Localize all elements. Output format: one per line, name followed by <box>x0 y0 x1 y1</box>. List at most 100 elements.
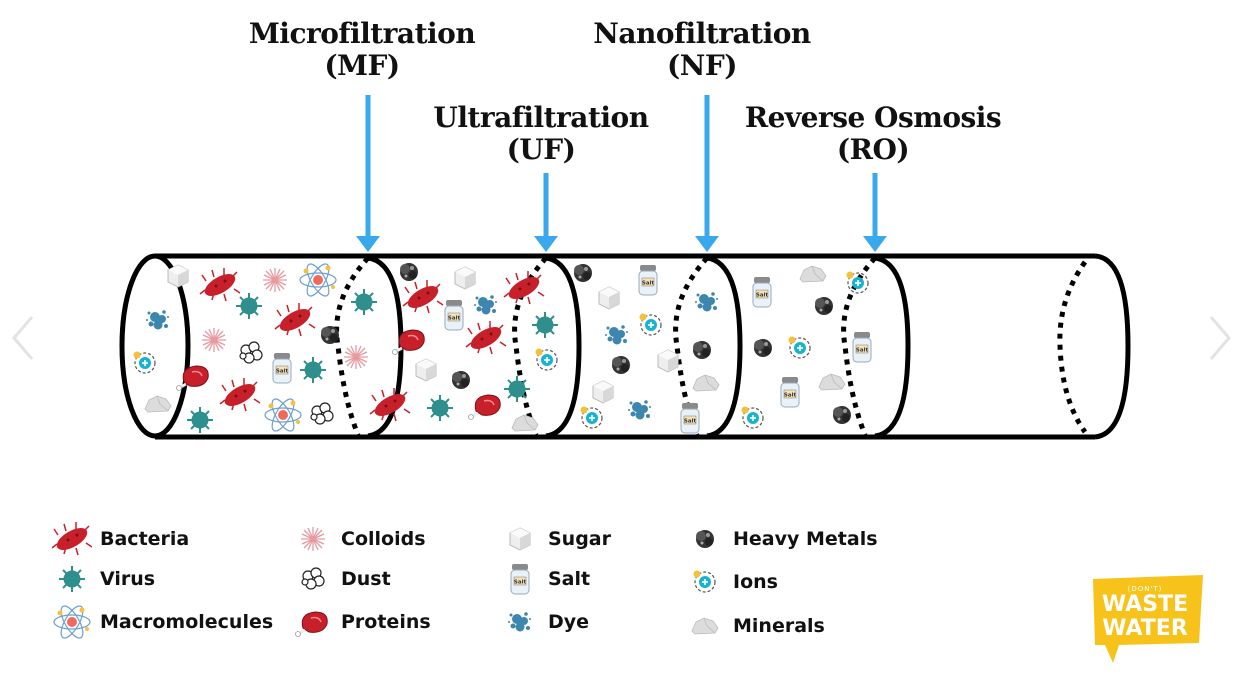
legend-item-heavy-metals: Heavy Metals <box>685 524 878 554</box>
legend-label: Sugar <box>548 528 612 550</box>
legend-item-minerals: Minerals <box>685 611 825 641</box>
ion-particle-icon <box>787 335 811 359</box>
membrane-ro-front <box>874 255 911 439</box>
heavy-metal-particle-icon <box>400 263 418 281</box>
protein-particle-icon <box>467 393 502 421</box>
legend-item-bacteria: Bacteria <box>52 522 190 556</box>
salt-particle-icon <box>444 299 464 331</box>
bacteria-particle-icon <box>199 267 241 302</box>
dye-particle-icon <box>695 292 718 312</box>
heavy-metal-icon <box>685 524 725 554</box>
salt-particle-icon <box>780 376 800 408</box>
ion-particle-icon <box>638 312 662 336</box>
membrane-nf-front <box>706 255 743 439</box>
stage-abbr: (RO) <box>836 133 910 166</box>
dust-particle-icon <box>239 341 263 364</box>
ion-particle-icon <box>845 270 869 294</box>
colloid-particle-icon <box>201 327 227 353</box>
macromolecule-particle-icon <box>299 260 337 300</box>
next-slide-button[interactable] <box>1205 315 1235 361</box>
mineral-particle-icon <box>818 373 846 391</box>
logo-line2: WATER <box>1102 616 1188 641</box>
legend-label: Colloids <box>341 528 426 550</box>
logo-small-text: (DON'T) <box>1127 585 1163 593</box>
filtration-pipe-diagram: Salt <box>119 95 1131 440</box>
chevron-right-icon <box>1209 316 1231 360</box>
bacteria-particle-icon <box>219 377 261 412</box>
virus-particle-icon <box>426 394 454 422</box>
legend-item-colloids: Colloids <box>293 524 426 554</box>
legend-label: Macromolecules <box>100 611 274 633</box>
virus-particle-icon <box>503 375 531 403</box>
ion-particle-icon <box>132 350 156 374</box>
sugar-particle-icon <box>454 266 476 290</box>
dust-particle-icon <box>310 402 334 425</box>
ion-particle-icon <box>534 347 558 371</box>
virus-particle-icon <box>235 292 263 320</box>
stage-name: Microfiltration <box>248 17 476 50</box>
heavy-metal-particle-icon <box>612 356 630 374</box>
stage-name: Nanofiltration <box>593 17 811 50</box>
pipe-inlet-ring <box>119 253 191 439</box>
legend-label: Salt <box>548 568 591 590</box>
stage-name: Ultrafiltration <box>433 101 649 134</box>
colloid-particle-icon <box>262 267 288 293</box>
legend-item-sugar: Sugar <box>500 524 611 554</box>
legend-item-virus: Virus <box>52 564 155 594</box>
arrow-ro-icon <box>863 173 887 252</box>
sugar-particle-icon <box>598 286 620 310</box>
sugar-icon <box>500 524 540 554</box>
ion-icon <box>685 567 725 597</box>
chevron-left-icon <box>12 316 34 360</box>
legend-label: Minerals <box>733 615 825 637</box>
legend-item-macromolecules: Macromolecules <box>52 605 274 639</box>
pipe-outlet-cap <box>1094 253 1131 440</box>
legend-label: Dust <box>341 568 391 590</box>
dye-icon <box>500 607 540 637</box>
stage-abbr: (UF) <box>506 133 576 166</box>
dye-particle-icon <box>474 295 497 315</box>
protein-particle-icon <box>175 364 210 392</box>
salt-particle-icon <box>852 331 872 363</box>
legend-item-ions: Ions <box>685 567 778 597</box>
legend-item-salt: Salt <box>500 563 591 595</box>
mineral-icon <box>685 611 725 641</box>
dye-particle-icon <box>146 310 169 330</box>
dust-icon <box>293 564 333 594</box>
stage-name: Reverse Osmosis <box>744 101 1002 134</box>
bacteria-particle-icon <box>274 302 316 337</box>
stage-label-reverse-osmosis: Reverse Osmosis (RO) <box>723 102 1023 166</box>
arrow-nf-icon <box>695 95 719 252</box>
legend-item-proteins: Proteins <box>293 607 431 638</box>
bacteria-particle-icon <box>503 270 545 305</box>
outlet-back <box>1057 260 1088 434</box>
ion-particle-icon <box>740 405 764 429</box>
sugar-particle-icon <box>657 349 679 373</box>
protein-particle-icon <box>391 328 426 356</box>
stage-abbr: (NF) <box>667 49 737 82</box>
legend-label: Heavy Metals <box>733 528 878 550</box>
colloid-particle-icon <box>343 344 369 370</box>
legend-label: Bacteria <box>100 528 190 550</box>
stage-label-ultrafiltration: Ultrafiltration (UF) <box>411 102 671 166</box>
virus-icon <box>52 564 92 594</box>
heavy-metal-particle-icon <box>815 297 833 315</box>
stage-abbr: (MF) <box>324 49 400 82</box>
sugar-particle-icon <box>415 358 437 382</box>
arrow-uf-icon <box>534 173 558 252</box>
virus-particle-icon <box>299 356 327 384</box>
heavy-metal-particle-icon <box>754 339 772 357</box>
virus-particle-icon <box>186 406 214 434</box>
salt-particle-icon <box>272 352 292 384</box>
stage-label-microfiltration: Microfiltration (MF) <box>232 18 492 82</box>
dye-particle-icon <box>605 325 628 345</box>
heavy-metal-particle-icon <box>693 341 711 359</box>
mineral-particle-icon <box>692 374 720 392</box>
legend-label: Ions <box>733 571 778 593</box>
virus-particle-icon <box>350 288 378 316</box>
previous-slide-button[interactable] <box>8 315 38 361</box>
macromolecule-icon <box>52 605 92 639</box>
mineral-particle-icon <box>799 265 827 283</box>
logo-line1: WASTE <box>1101 592 1189 617</box>
macromolecule-particle-icon <box>264 395 302 435</box>
